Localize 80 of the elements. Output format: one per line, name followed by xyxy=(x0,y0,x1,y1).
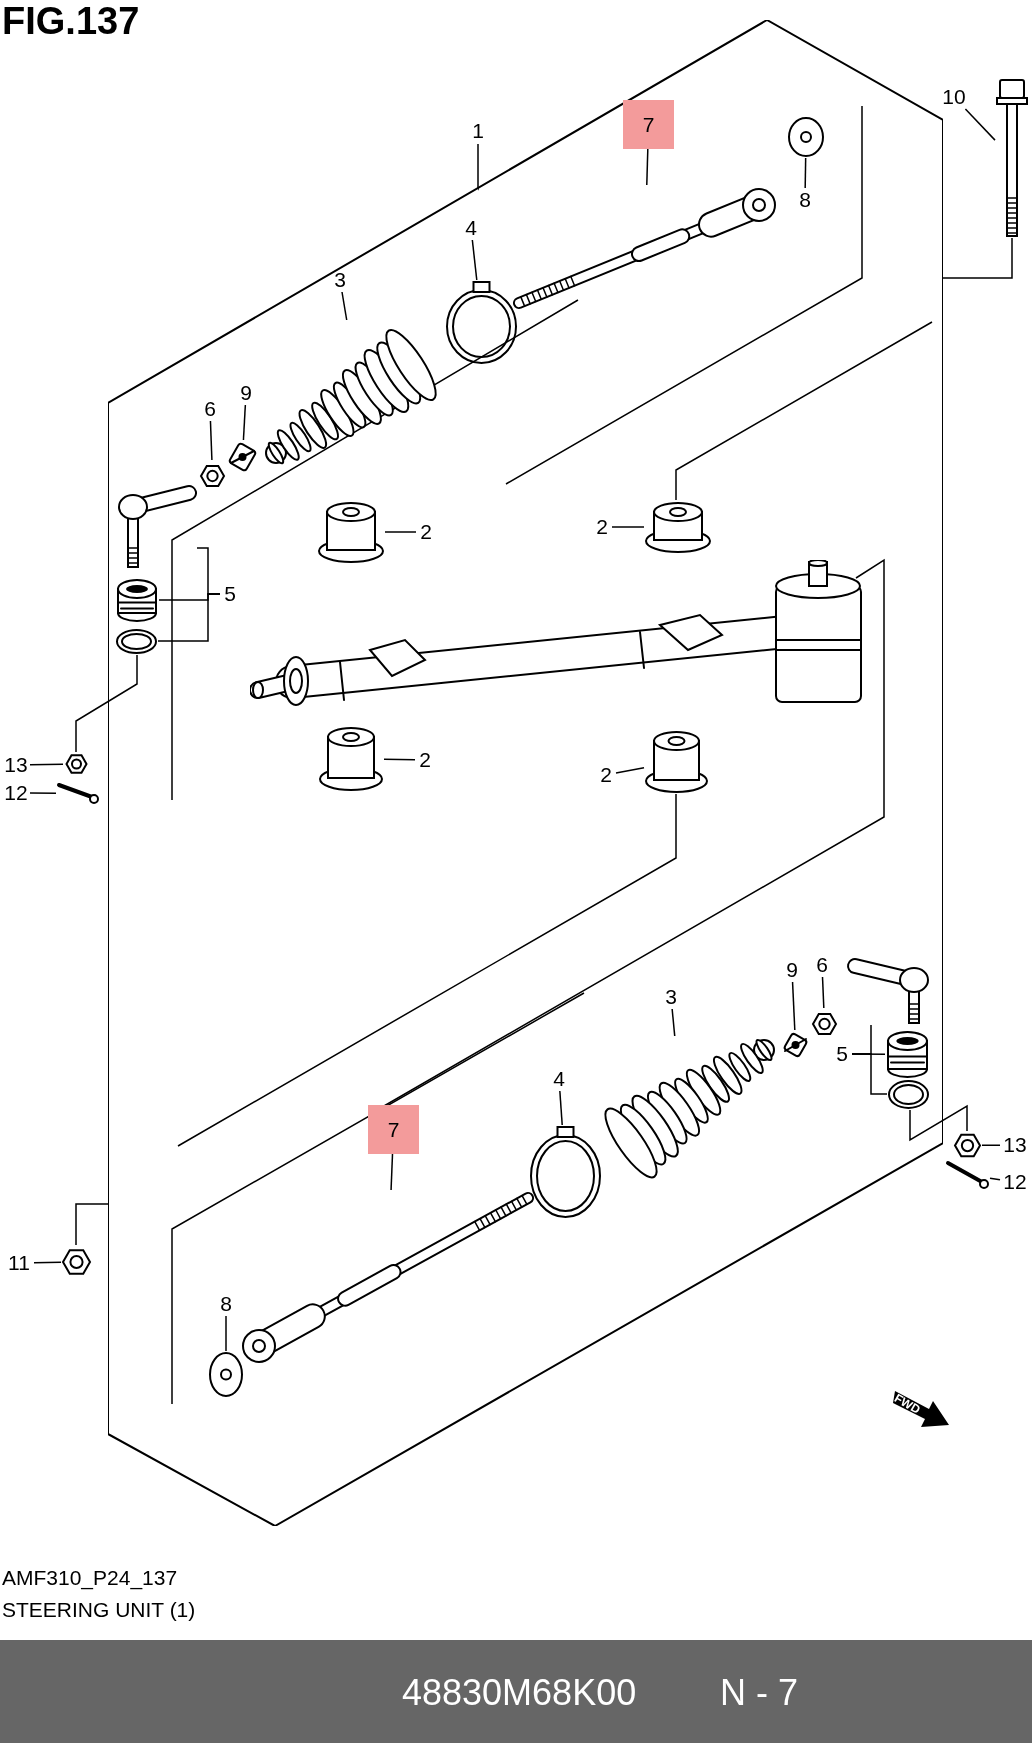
callout-number: 6 xyxy=(200,397,220,421)
leader-line xyxy=(791,981,796,1031)
highlighted-callout-number: 7 xyxy=(368,1105,419,1154)
tie-rod-end-drawing xyxy=(845,956,930,1025)
leader-line xyxy=(209,420,213,461)
callout-number: 4 xyxy=(461,216,481,240)
leader-line xyxy=(157,593,221,642)
callout-number: 9 xyxy=(782,958,802,982)
lock-washer-drawing xyxy=(208,1351,244,1398)
callout-number: 9 xyxy=(236,381,256,405)
leader-line xyxy=(851,1053,888,1095)
callout-number: 10 xyxy=(937,85,971,109)
assembly-line xyxy=(909,1104,968,1142)
bushing-drawing xyxy=(318,725,384,792)
leader-line xyxy=(471,239,478,281)
callout-number: 3 xyxy=(661,985,681,1009)
leader-line xyxy=(615,766,645,774)
ring-drawing xyxy=(115,628,158,655)
leader-line xyxy=(981,1144,1001,1147)
leader-line xyxy=(671,1008,676,1037)
leader-line xyxy=(29,763,64,766)
callout-number: 12 xyxy=(1000,1170,1030,1194)
nut-drawing xyxy=(953,1131,982,1160)
callout-number: 13 xyxy=(2,753,30,777)
callout-number: 6 xyxy=(812,953,832,977)
nut-drawing xyxy=(63,752,90,776)
bolt-drawing xyxy=(995,78,1029,238)
assembly-line xyxy=(75,1203,109,1246)
lock-washer-drawing xyxy=(787,116,825,158)
assembly-line xyxy=(75,654,138,753)
page-reference: N - 7 xyxy=(720,1672,798,1714)
seal-drawing xyxy=(115,578,159,623)
leader-line xyxy=(29,792,57,795)
bushing-drawing xyxy=(644,500,712,554)
leader-line xyxy=(383,758,416,761)
callout-number: 4 xyxy=(549,1067,569,1091)
leader-line xyxy=(33,1261,62,1264)
cotter-pin-drawing xyxy=(945,1160,990,1190)
leader-line xyxy=(242,404,247,441)
tie-rod-end-drawing xyxy=(117,483,197,569)
assembly-line xyxy=(942,237,1013,279)
clamp-drawing xyxy=(445,280,518,365)
leader-line xyxy=(477,143,479,191)
ring-drawing xyxy=(887,1079,930,1110)
leader-line xyxy=(646,148,649,186)
bushing-drawing xyxy=(317,500,385,564)
leader-line xyxy=(964,108,996,141)
callout-number: 11 xyxy=(4,1251,34,1275)
part-number: 48830M68K00 xyxy=(402,1672,637,1714)
drawing-code: AMF310_P24_137 xyxy=(2,1566,178,1590)
leader-line xyxy=(804,157,807,189)
highlighted-callout-number: 7 xyxy=(623,100,674,149)
callout-number: 8 xyxy=(216,1292,236,1316)
bushing-drawing xyxy=(644,729,709,794)
leader-line xyxy=(611,526,645,528)
callout-number: 2 xyxy=(415,748,435,772)
cotter-pin-drawing xyxy=(56,782,100,805)
clamp-drawing xyxy=(529,1125,602,1219)
callout-number: 8 xyxy=(795,188,815,212)
callout-number: 5 xyxy=(832,1042,852,1066)
callout-number: 2 xyxy=(596,763,616,787)
tie-rod-drawing xyxy=(511,185,779,311)
seal-drawing xyxy=(885,1030,930,1079)
callout-number: 12 xyxy=(2,781,30,805)
leader-line xyxy=(341,291,348,321)
callout-number: 3 xyxy=(330,268,350,292)
callout-number: 5 xyxy=(220,582,240,606)
callout-number: 1 xyxy=(466,118,490,144)
leader-line xyxy=(384,531,417,533)
callout-number: 13 xyxy=(1000,1133,1030,1157)
leader-line xyxy=(390,1153,394,1191)
caption-text: STEERING UNIT (1) xyxy=(2,1598,196,1622)
figure-title: FIG.137 xyxy=(2,0,140,43)
leader-line xyxy=(225,1315,227,1352)
leader-line xyxy=(989,1177,1001,1181)
callout-number: 2 xyxy=(416,520,436,544)
leader-line xyxy=(821,976,825,1009)
callout-number: 2 xyxy=(592,515,612,539)
leader-line xyxy=(559,1090,563,1126)
tie-rod-drawing xyxy=(239,1190,536,1366)
